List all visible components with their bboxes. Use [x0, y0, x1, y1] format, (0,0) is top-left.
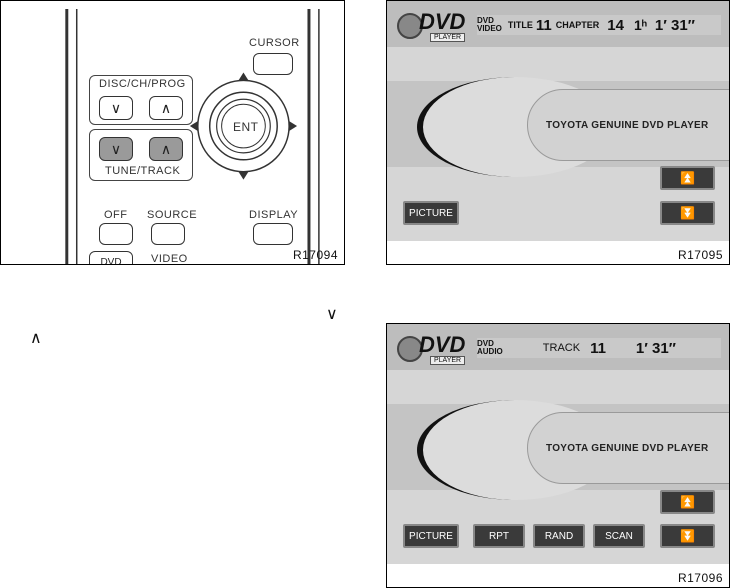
video-label: VIDEO — [151, 253, 188, 265]
chapter-label: CHAPTER — [555, 20, 600, 30]
mode-line1: DVD — [477, 339, 494, 348]
title-label: TITLE — [507, 20, 533, 30]
top-bar: DVD PLAYER DVD VIDEO TITLE 11 CHAPTER 14… — [387, 1, 729, 47]
track-value: 11 — [590, 339, 606, 357]
time-value: 1′ 31″ — [654, 16, 695, 34]
rpt-button[interactable]: RPT — [473, 524, 525, 548]
dvd-audio-figure: DVD PLAYER DVD AUDIO TRACK 11 1′ 31″ TOY… — [386, 323, 730, 588]
dvd-audio-screen: DVD PLAYER DVD AUDIO TRACK 11 1′ 31″ TOY… — [387, 324, 729, 564]
disc-ch-prog-group — [89, 75, 193, 125]
tune-track-group — [89, 129, 193, 181]
dvd-video-figure: DVD PLAYER DVD VIDEO TITLE 11 CHAPTER 14… — [386, 0, 730, 265]
disc-icon — [397, 336, 423, 362]
dvd-button[interactable]: DVD — [89, 251, 133, 265]
artwork-area: TOYOTA GENUINE DVD PLAYER — [387, 77, 729, 177]
tune-track-label: TUNE/TRACK — [105, 165, 181, 177]
disc-ch-prog-label: DISC/CH/PROG — [99, 78, 186, 90]
figure-code: R17094 — [292, 248, 338, 262]
dvd-player-logo: DVD PLAYER — [397, 9, 473, 43]
nameplate: TOYOTA GENUINE DVD PLAYER — [527, 89, 729, 161]
scroll-down-button[interactable]: ⏬ — [660, 201, 715, 225]
off-label: OFF — [104, 209, 128, 221]
source-button[interactable] — [151, 223, 185, 245]
remote-outline — [65, 8, 320, 264]
picture-button[interactable]: PICTURE — [403, 524, 459, 548]
artwork-area: TOYOTA GENUINE DVD PLAYER — [387, 400, 729, 500]
source-label: SOURCE — [147, 209, 198, 221]
figure-code: R17095 — [677, 248, 723, 262]
display-button[interactable] — [253, 223, 293, 245]
rand-button[interactable]: RAND — [533, 524, 585, 548]
picture-button[interactable]: PICTURE — [403, 201, 459, 225]
title-value: 11 — [535, 16, 552, 34]
scroll-up-button[interactable]: ⏫ — [660, 490, 715, 514]
figure-code: R17096 — [677, 571, 723, 585]
cursor-label: CURSOR — [249, 37, 300, 49]
up-glyph: ∧ — [30, 330, 42, 347]
cursor-button[interactable] — [253, 53, 293, 75]
disc-up-button[interactable]: ∧ — [149, 96, 183, 120]
scroll-up-button[interactable]: ⏫ — [660, 166, 715, 190]
dvd-label: DVD — [100, 256, 122, 265]
logo-sub: PLAYER — [430, 356, 466, 365]
time-value: 1′ 31″ — [635, 339, 676, 357]
hours-value: 1ʰ — [633, 17, 647, 33]
playback-info: DVD VIDEO TITLE 11 CHAPTER 14 1ʰ 1′ 31″ — [477, 15, 721, 35]
down-glyph: ∨ — [326, 306, 338, 323]
logo-sub: PLAYER — [430, 33, 466, 42]
track-up-button[interactable]: ∧ — [149, 137, 183, 161]
logo-text: DVD — [419, 9, 466, 34]
mode-line1: DVD — [477, 16, 494, 25]
top-bar: DVD PLAYER DVD AUDIO TRACK 11 1′ 31″ — [387, 324, 729, 370]
chapter-value: 14 — [607, 16, 624, 34]
disc-down-button[interactable]: ∨ — [99, 96, 133, 120]
scroll-down-button[interactable]: ⏬ — [660, 524, 715, 548]
scan-button[interactable]: SCAN — [593, 524, 645, 548]
nameplate: TOYOTA GENUINE DVD PLAYER — [527, 412, 729, 484]
playback-info: DVD AUDIO TRACK 11 1′ 31″ — [477, 338, 721, 358]
mode-line2: VIDEO — [477, 24, 502, 33]
display-label: DISPLAY — [249, 209, 299, 221]
dvd-player-logo: DVD PLAYER — [397, 332, 473, 366]
ent-label[interactable]: ENT — [233, 120, 259, 134]
track-label: TRACK — [542, 342, 581, 354]
dvd-video-screen: DVD PLAYER DVD VIDEO TITLE 11 CHAPTER 14… — [387, 1, 729, 241]
disc-icon — [397, 13, 423, 39]
mode-line2: AUDIO — [477, 347, 503, 356]
track-down-button[interactable]: ∨ — [99, 137, 133, 161]
logo-text: DVD — [419, 332, 466, 357]
remote-figure: CURSOR DISC/CH/PROG ∨ ∧ ∨ ∧ TUNE/TRACK E… — [0, 0, 345, 265]
off-button[interactable] — [99, 223, 133, 245]
